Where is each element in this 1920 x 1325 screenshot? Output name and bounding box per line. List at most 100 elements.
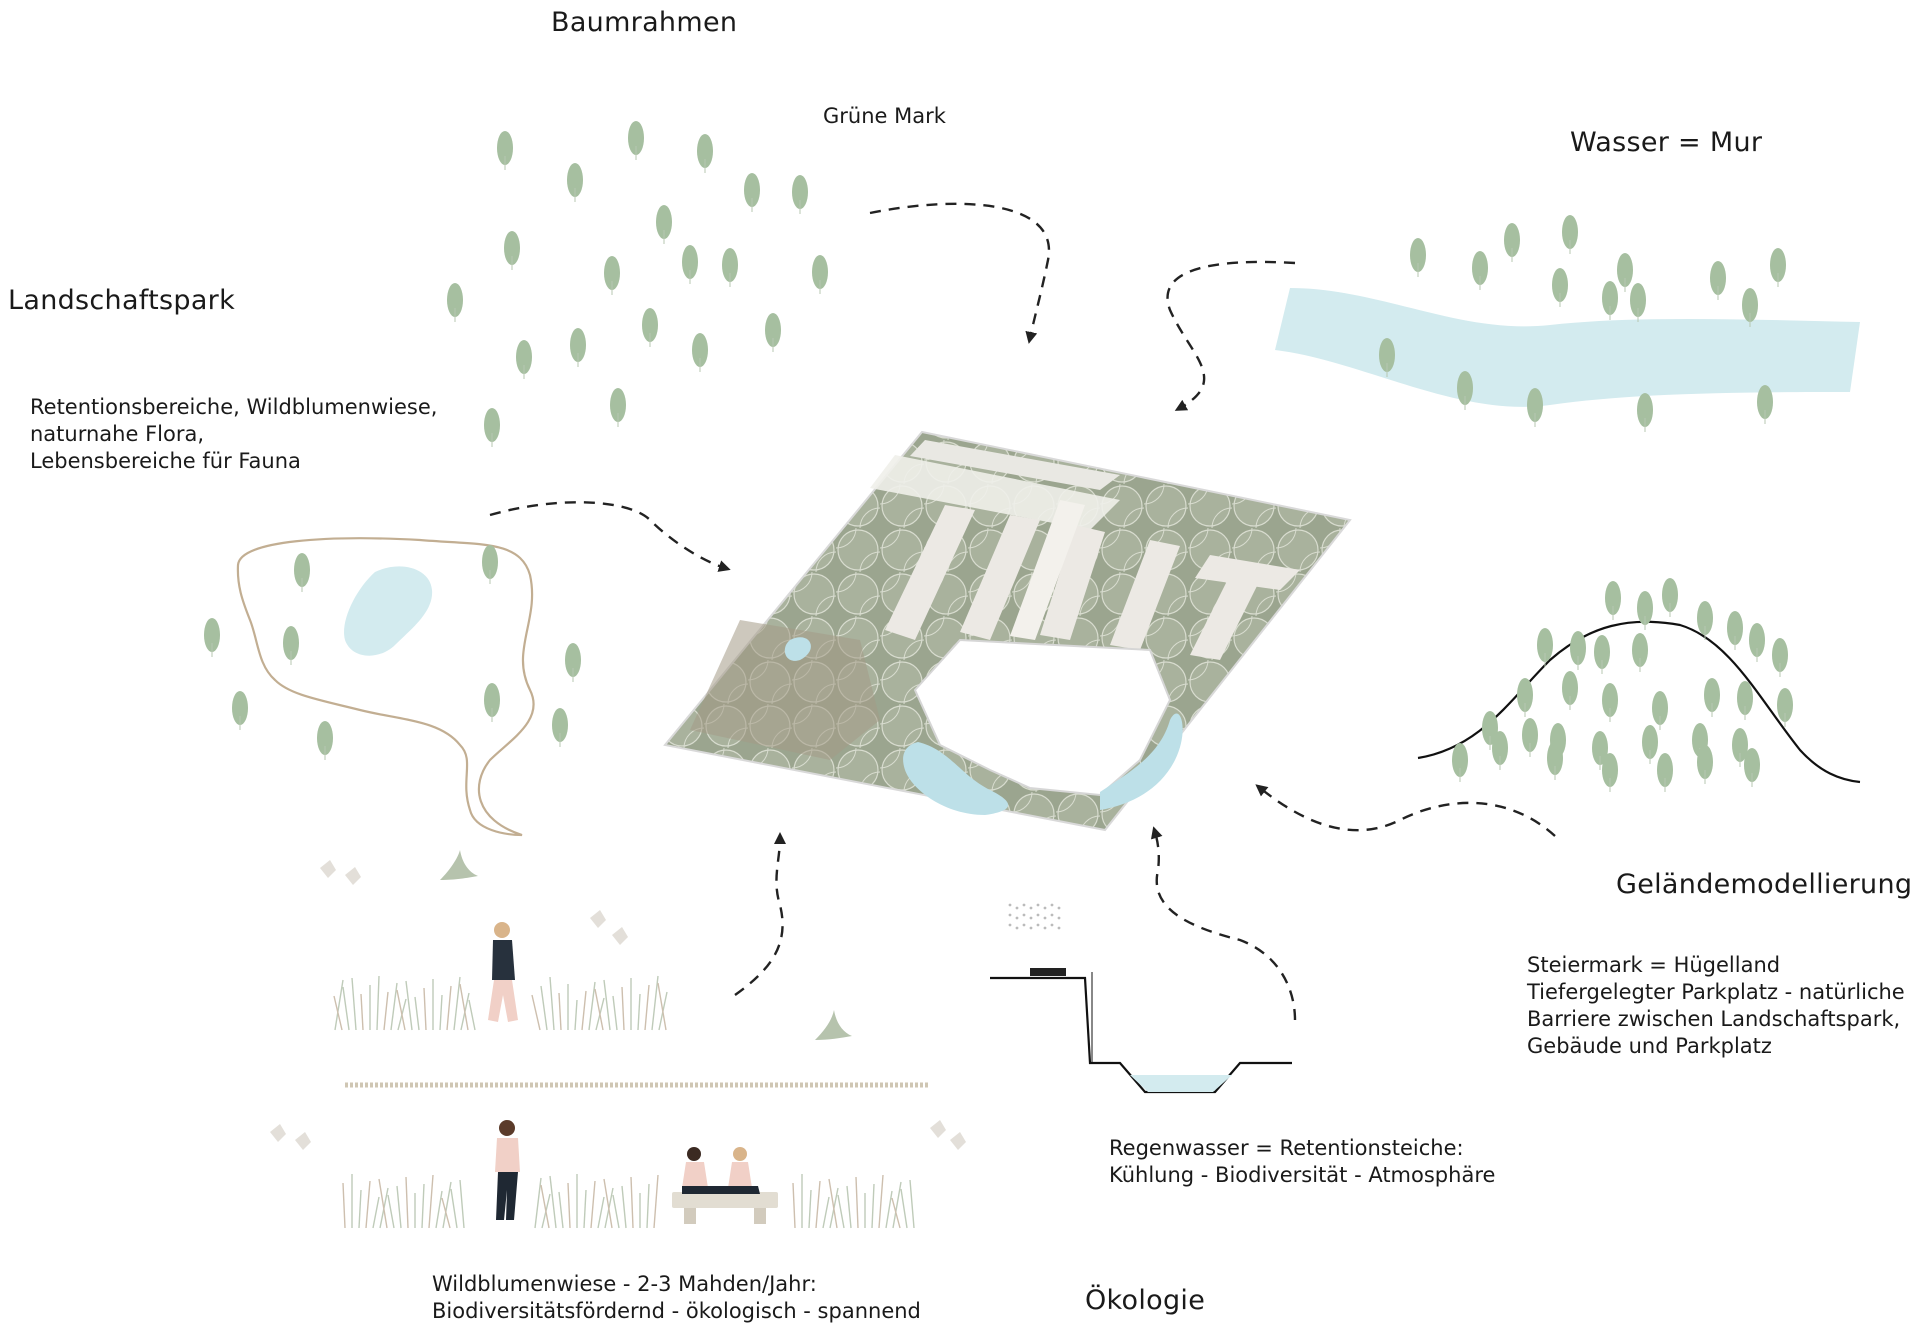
grass-blade xyxy=(871,1183,875,1229)
tree-icon xyxy=(1757,385,1773,424)
grass-blade xyxy=(837,1194,845,1229)
grass-blade xyxy=(621,986,625,1031)
tree-icon xyxy=(482,545,498,584)
desc-wildblumen-line-2: Biodiversitätsfördernd - ökologisch - sp… xyxy=(432,1299,921,1323)
tree-icon xyxy=(1637,591,1653,630)
grass-blade xyxy=(396,989,406,1031)
tree-icon xyxy=(1749,623,1765,662)
tree-icon xyxy=(1704,678,1720,717)
tree-icon xyxy=(1562,215,1578,254)
tree-icon xyxy=(504,231,520,270)
arrow-landschaftspark xyxy=(489,501,731,572)
grass-blade xyxy=(621,1185,627,1229)
grass-blade xyxy=(531,994,541,1031)
grass-blade xyxy=(644,984,650,1031)
tree-icon xyxy=(447,283,463,322)
grass-blade xyxy=(468,999,476,1031)
tree-icon xyxy=(1517,678,1533,717)
grass-blade xyxy=(558,1191,564,1229)
desc-landschaftspark-line-3: Lebensbereiche für Fauna xyxy=(30,449,301,473)
tree-icon xyxy=(1570,631,1586,670)
tree-icon xyxy=(1537,628,1553,667)
rain-dot xyxy=(1015,906,1019,910)
grass-blade xyxy=(351,977,357,1031)
tree-icon xyxy=(1379,338,1395,377)
rain-dot xyxy=(1008,903,1012,907)
rain-dot xyxy=(1022,923,1026,927)
grass-blade xyxy=(405,980,413,1031)
grass-blade xyxy=(453,976,461,1031)
tree-icon xyxy=(232,691,248,730)
tree-icon xyxy=(565,643,581,682)
grass-blade xyxy=(333,995,343,1031)
rain-dot xyxy=(1050,903,1054,907)
tree-icon xyxy=(1492,731,1508,770)
grass-blade xyxy=(439,994,443,1031)
desc-landschaftspark-line-2: naturnahe Flora, xyxy=(30,422,205,446)
rain-dot xyxy=(1057,916,1061,920)
grass-blade xyxy=(590,1180,596,1229)
grass-blade xyxy=(603,979,611,1031)
rain-dot xyxy=(1008,923,1012,927)
desc-gelaendemodellierung: Steiermark = Hügelland Tiefergelegter Pa… xyxy=(1527,952,1905,1060)
tree-icon xyxy=(722,248,738,287)
rain-dot xyxy=(1029,916,1033,920)
arrow-regenwasser xyxy=(1150,826,1297,1021)
tree-icon xyxy=(1697,601,1713,640)
grass-blade xyxy=(383,991,389,1031)
grass-blade xyxy=(387,1194,395,1229)
tree-icon xyxy=(656,205,672,244)
grass-blade xyxy=(581,990,587,1031)
river-shape xyxy=(1275,288,1860,407)
tree-icon xyxy=(1602,753,1618,792)
tree-icon xyxy=(1457,371,1473,410)
tree-icon xyxy=(1632,633,1648,672)
grass-blade xyxy=(855,1176,859,1229)
rain-dots xyxy=(1008,903,1061,930)
tree-icon xyxy=(497,131,513,170)
rain-dot xyxy=(1022,903,1026,907)
grass-blade xyxy=(846,1185,852,1229)
tree-icon xyxy=(1652,691,1668,730)
tree-icon xyxy=(1744,748,1760,787)
tree-icon xyxy=(484,683,500,722)
desc-regenwasser-line-2: Kühlung - Biodiversität - Atmosphäre xyxy=(1109,1163,1496,1187)
grass-blade xyxy=(637,993,641,1031)
arrow-gruene-mark xyxy=(869,202,1051,344)
grass-blade xyxy=(612,1194,620,1229)
tree-icon xyxy=(1727,611,1743,650)
arrow-oekologie xyxy=(734,832,786,996)
tree-icon xyxy=(1547,741,1563,780)
tree-icon xyxy=(744,173,760,212)
flow-arrows xyxy=(489,202,1556,1021)
tree-icon xyxy=(1472,251,1488,290)
desc-regenwasser-line-1: Regenwasser = Retentionsteiche: xyxy=(1109,1136,1464,1160)
desc-gelaende-line-2: Tiefergelegter Parkplatz - natürliche xyxy=(1527,980,1905,1004)
grass-blade xyxy=(792,1182,796,1229)
rain-dot xyxy=(1036,923,1040,927)
grass-blade xyxy=(372,1196,380,1229)
grass-blade xyxy=(435,1190,443,1229)
grass-blade xyxy=(567,1182,571,1229)
rain-dot xyxy=(1050,913,1054,917)
tree-icon xyxy=(1617,253,1633,292)
desc-gelaende-line-4: Gebäude und Parkplatz xyxy=(1527,1034,1772,1058)
tree-icon xyxy=(1772,638,1788,677)
grass-blade xyxy=(651,975,659,1031)
label-landschaftspark: Landschaftspark xyxy=(8,285,236,316)
tree-icon xyxy=(765,313,781,352)
grass-blade xyxy=(540,1184,550,1229)
tree-icon xyxy=(610,388,626,427)
grass-blade xyxy=(442,1181,452,1229)
grass-blade xyxy=(549,1175,557,1229)
tree-icon xyxy=(1592,731,1608,770)
tree-icon xyxy=(570,328,586,367)
tree-icon xyxy=(628,121,644,160)
grass-blade xyxy=(878,1174,884,1229)
grass-blade xyxy=(358,1189,362,1229)
grass-blade xyxy=(900,1188,908,1229)
grass-blade xyxy=(378,1178,388,1229)
tree-icon xyxy=(792,175,808,214)
grass-blade xyxy=(414,996,420,1031)
tree-icon xyxy=(692,333,708,372)
